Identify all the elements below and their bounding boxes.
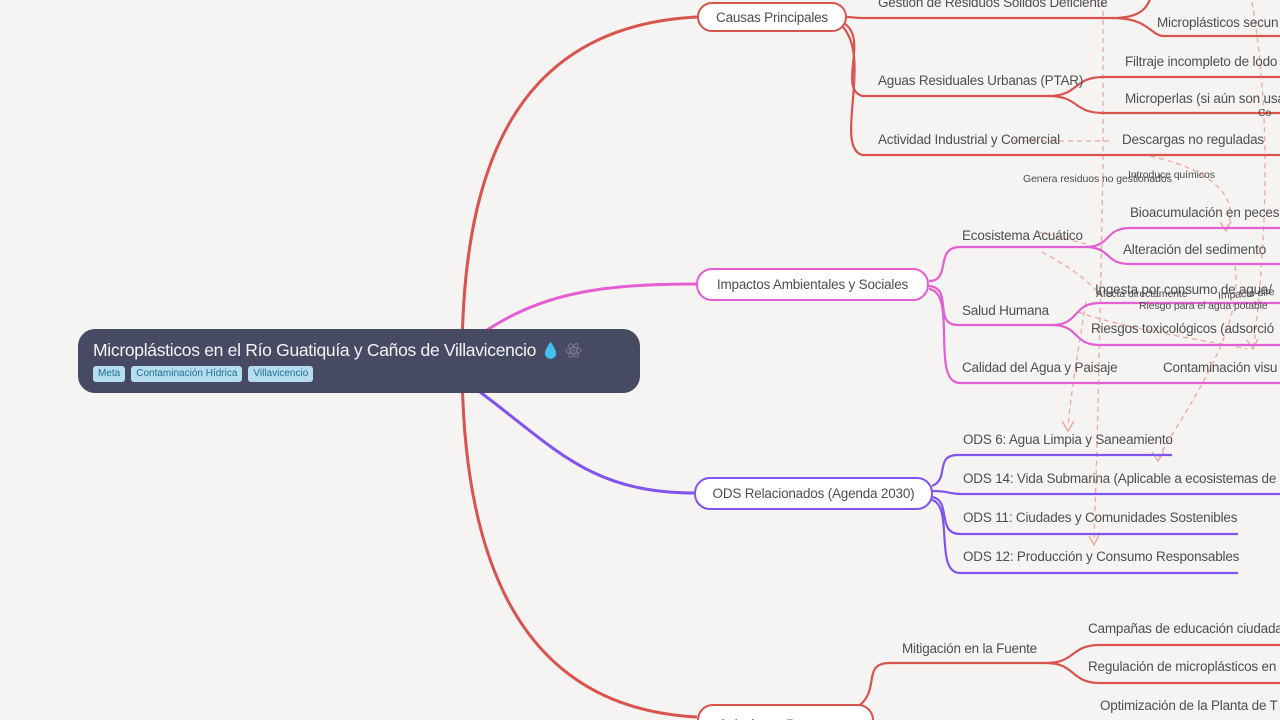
node-soluciones[interactable]: Soluciones Propuestas bbox=[697, 704, 874, 720]
impacts-child-links bbox=[928, 226, 1280, 385]
leaf-bioacumulacion[interactable]: Bioacumulación en peces bbox=[1130, 205, 1280, 220]
node-label: Impactos Ambientales y Sociales bbox=[716, 277, 909, 292]
ods-trunk-curve bbox=[479, 390, 696, 495]
causes-trunk-curve bbox=[460, 15, 698, 719]
water-drop-icon bbox=[544, 341, 557, 359]
leaf-ecosistema-acuatico[interactable]: Ecosistema Acuático bbox=[962, 228, 1083, 243]
leaf-mitigacion-fuente[interactable]: Mitigación en la Fuente bbox=[902, 641, 1037, 656]
edge-label-afecta-directamente: Afecta directamente bbox=[1096, 288, 1188, 300]
root-tags: Meta Contaminación Hídrica Villavicencio bbox=[93, 366, 626, 382]
leaf-contaminacion-visual[interactable]: Contaminación visu bbox=[1163, 360, 1278, 375]
leaf-ods-11[interactable]: ODS 11: Ciudades y Comunidades Sostenibl… bbox=[963, 510, 1238, 525]
leaf-descargas[interactable]: Descargas no reguladas bbox=[1122, 132, 1264, 147]
impacts-trunk-curve bbox=[479, 282, 698, 337]
tag-villavicencio[interactable]: Villavicencio bbox=[248, 366, 314, 382]
root-node[interactable]: Microplásticos en el Río Guatiquía y Cañ… bbox=[78, 329, 640, 393]
leaf-ods-12[interactable]: ODS 12: Producción y Consumo Responsable… bbox=[963, 549, 1240, 564]
node-label: ODS Relacionados (Agenda 2030) bbox=[712, 486, 915, 501]
leaf-microperlas[interactable]: Microperlas (si aún son usa bbox=[1125, 91, 1280, 106]
leaf-optimizacion-planta[interactable]: Optimización de la Planta de T bbox=[1100, 698, 1278, 713]
label-co-fragment: Co bbox=[1258, 107, 1272, 119]
leaf-riesgos-toxicologicos[interactable]: Riesgos toxicológicos (adsorció bbox=[1091, 321, 1274, 336]
leaf-gestion-residuos[interactable]: Gestión de Residuos Sólidos Deficiente bbox=[878, 0, 1108, 10]
leaf-aguas-residuales[interactable]: Aguas Residuales Urbanas (PTAR) bbox=[878, 73, 1084, 88]
tag-meta[interactable]: Meta bbox=[93, 366, 126, 382]
edge-label-genera-residuos: Genera residuos no gestionados bbox=[1023, 173, 1172, 185]
ods-child-links bbox=[931, 453, 1280, 575]
edge-label-introduce-quimicos: Introduce químicos bbox=[1128, 169, 1215, 181]
leaf-actividad-industrial[interactable]: Actividad Industrial y Comercial bbox=[878, 132, 1060, 147]
leaf-calidad-agua-paisaje[interactable]: Calidad del Agua y Paisaje bbox=[962, 360, 1118, 375]
leaf-regulacion-microplasticos[interactable]: Regulación de microplásticos en bbox=[1088, 659, 1277, 674]
node-causas-principales[interactable]: Causas Principales bbox=[697, 2, 847, 32]
node-label: Soluciones Propuestas bbox=[719, 717, 853, 720]
causes-child-links bbox=[842, 0, 1280, 706]
node-label: Causas Principales bbox=[716, 9, 828, 25]
leaf-alteracion-sedimento[interactable]: Alteración del sedimento bbox=[1123, 242, 1267, 257]
leaf-filtraje-incompleto[interactable]: Filtraje incompleto de lodo bbox=[1125, 54, 1278, 69]
leaf-ods-6[interactable]: ODS 6: Agua Limpia y Saneamiento bbox=[963, 432, 1173, 447]
leaf-ingesta-consumo[interactable]: Ingesta por consumo de agua/ bbox=[1095, 282, 1272, 297]
leaf-salud-humana[interactable]: Salud Humana bbox=[962, 303, 1049, 318]
node-ods[interactable]: ODS Relacionados (Agenda 2030) bbox=[694, 477, 933, 510]
edge-label-riesgo-agua-potable: Riesgo para el agua potable bbox=[1139, 300, 1268, 312]
leaf-ods-14[interactable]: ODS 14: Vida Submarina (Aplicable a ecos… bbox=[963, 471, 1280, 486]
leaf-campanas-educacion[interactable]: Campañas de educación ciudada bbox=[1088, 621, 1280, 636]
tag-contaminacion-hidrica[interactable]: Contaminación Hídrica bbox=[131, 366, 243, 382]
atom-icon bbox=[565, 342, 582, 358]
node-impactos[interactable]: Impactos Ambientales y Sociales bbox=[696, 268, 929, 301]
leaf-microplasticos-secundarios[interactable]: Microplásticos secun bbox=[1157, 15, 1279, 30]
root-title: Microplásticos en el Río Guatiquía y Cañ… bbox=[93, 340, 537, 360]
